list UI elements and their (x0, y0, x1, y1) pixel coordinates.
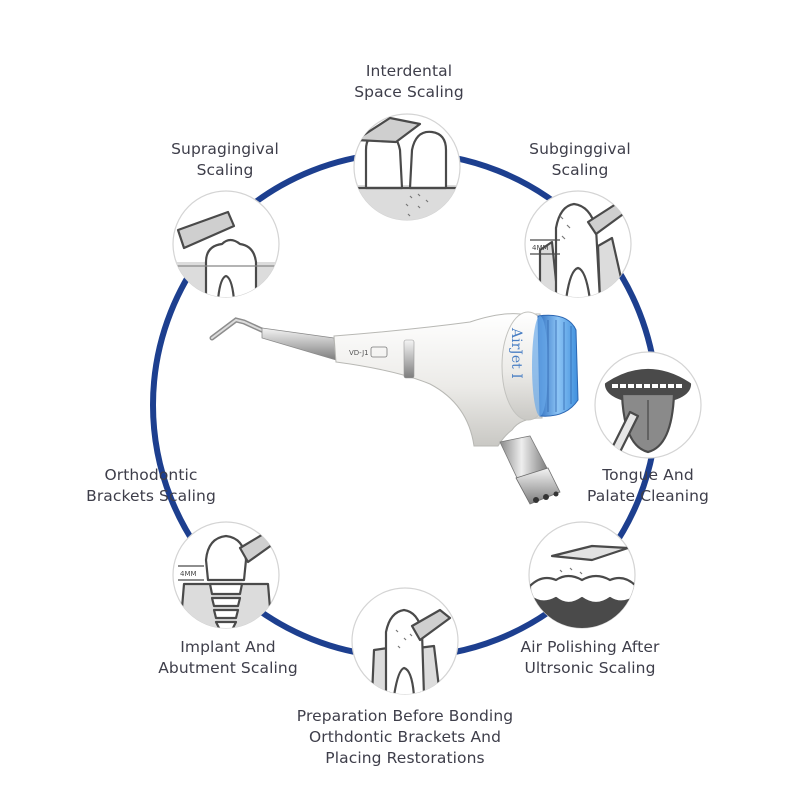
subgingival-label: Subginggival Scaling (529, 140, 631, 179)
tongue-label: Tongue And Palate Cleaning (587, 466, 709, 505)
air-polisher-handpiece (209, 311, 579, 505)
air-polishing-icon (528, 521, 636, 629)
supragingival-scaling-icon (172, 190, 280, 298)
orthodontic-brackets-icon: 4MM (172, 521, 280, 629)
tongue-cleaning-icon (594, 351, 702, 459)
handpiece-brand-label: AirJet I (508, 327, 524, 379)
interdental-label: Interdental Space Scaling (354, 62, 464, 101)
supragingival-label: Supragingival Scaling (171, 140, 279, 179)
orthodontic-label: Orthodontic Brackets Scaling (86, 466, 216, 505)
handpiece-model-label: VD-J1 (349, 349, 369, 357)
subgingival-scaling-icon: 4MM (524, 190, 632, 298)
interdental-scaling-icon (353, 113, 461, 221)
implant-scale-mark: 4MM (180, 570, 197, 578)
subgingival-scale-mark: 4MM (532, 244, 549, 252)
implant-label: Implant And Abutment Scaling (158, 638, 298, 677)
bonding-preparation-icon (351, 587, 459, 695)
air-polishing-label: Air Polishing After Ultrsonic Scaling (520, 638, 660, 677)
preparation-label: Preparation Before Bonding Orthdontic Br… (296, 707, 514, 767)
